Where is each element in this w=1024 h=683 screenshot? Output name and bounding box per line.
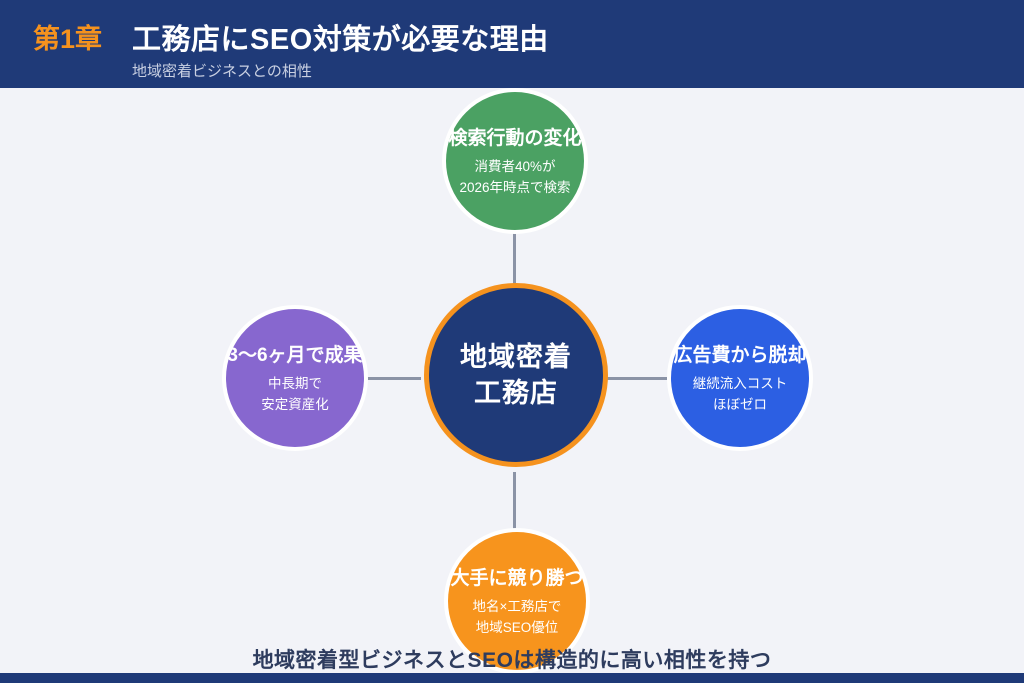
node-subtext: 地名×工務店で 地域SEO優位 (473, 597, 562, 639)
node-title: 検索行動の変化 (448, 128, 582, 150)
node-subtext-line1: 地名×工務店で (472, 599, 562, 615)
center-hub-node: 地域密着 工務店 (424, 283, 608, 467)
node-title: 3〜6ヶ月で成果 (227, 345, 363, 367)
node-beat-big-players: 大手に競り勝つ 地名×工務店で 地域SEO優位 (444, 528, 590, 674)
footer-bar (0, 673, 1024, 683)
node-search-behavior: 検索行動の変化 消費者40%が 2026年時点で検索 (442, 88, 588, 234)
node-ad-cost-escape: 広告費から脱却 継続流入コスト ほぼゼロ (667, 305, 813, 451)
node-subtext-line2: ほぼゼロ (713, 397, 767, 412)
node-subtext: 中長期で 安定資産化 (261, 374, 329, 416)
connector-top (513, 232, 516, 289)
node-title: 大手に競り勝つ (450, 568, 584, 590)
page-subtitle: 地域密着ビジネスとの相性 (132, 63, 312, 81)
node-subtext-line2: 地域SEO優位 (475, 620, 559, 635)
center-label-line1: 地域密着 (460, 341, 572, 372)
center-label-line2: 工務店 (474, 378, 558, 408)
node-subtext-line2: 安定資産化 (261, 397, 329, 412)
node-title: 広告費から脱却 (673, 345, 807, 367)
node-subtext-line1: 消費者40%が (474, 159, 556, 175)
connector-bottom (513, 472, 516, 530)
header: 第1章 工務店にSEO対策が必要な理由 地域密着ビジネスとの相性 (0, 0, 1024, 88)
title-block: 工務店にSEO対策が必要な理由 地域密着ビジネスとの相性 (132, 25, 549, 81)
chapter-label: 第1章 (33, 24, 103, 54)
node-subtext-line1: 継続流入コスト (692, 376, 788, 392)
node-subtext-line2: 2026年時点で検索 (459, 180, 571, 195)
page-title: 工務店にSEO対策が必要な理由 (132, 24, 549, 56)
connector-right (607, 377, 667, 380)
node-subtext: 消費者40%が 2026年時点で検索 (459, 157, 570, 199)
node-results-timeline: 3〜6ヶ月で成果 中長期で 安定資産化 (222, 305, 368, 451)
node-subtext: 継続流入コスト ほぼゼロ (693, 374, 788, 416)
conclusion-text: 地域密着型ビジネスとSEOは構造的に高い相性を持つ (252, 649, 772, 672)
node-subtext-line1: 中長期で (268, 376, 322, 392)
connector-left (364, 377, 421, 380)
